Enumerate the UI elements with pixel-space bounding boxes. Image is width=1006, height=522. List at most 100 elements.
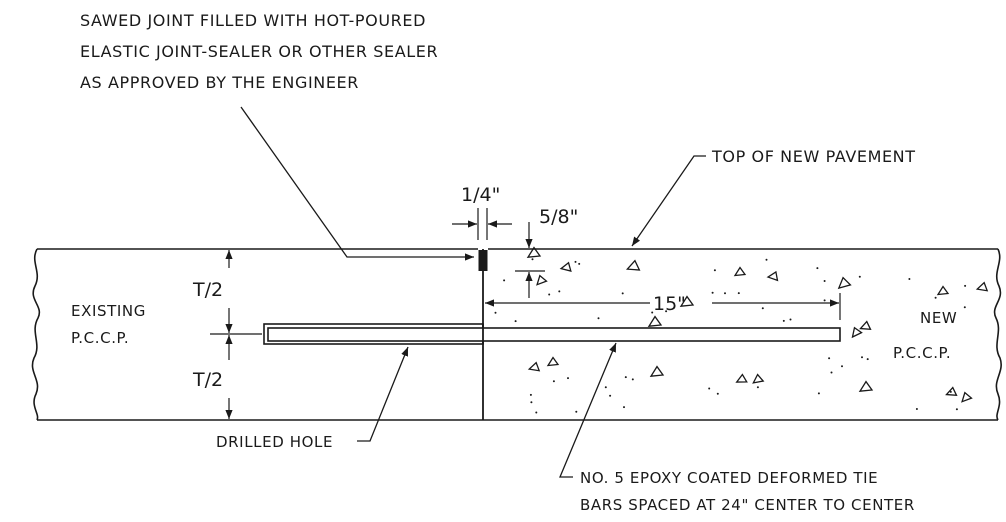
aggregate-fine xyxy=(711,291,714,294)
aggregate-fine xyxy=(552,380,555,383)
aggregate-fine xyxy=(861,356,863,359)
concrete-aggregate xyxy=(494,246,989,414)
aggregate-stone xyxy=(625,259,641,271)
aggregate-fine xyxy=(578,262,581,265)
aggregate-fine xyxy=(756,386,759,389)
top-of-pavement-note: TOP OF NEW PAVEMENT xyxy=(711,147,916,166)
aggregate-fine xyxy=(651,311,654,314)
aggregate-stone xyxy=(733,266,747,277)
aggregate-fine xyxy=(716,392,719,395)
aggregate-stone xyxy=(526,246,542,258)
aggregate-fine xyxy=(558,290,561,293)
aggregate-fine xyxy=(604,386,607,389)
aggregate-fine xyxy=(964,284,967,287)
joint-width-label: 1/4" xyxy=(461,184,500,206)
aggregate-fine xyxy=(915,408,918,410)
bar-embed-label: 15" xyxy=(653,293,686,315)
aggregate-stone xyxy=(647,315,663,327)
aggregate-fine xyxy=(789,318,792,321)
aggregate-stone xyxy=(649,365,665,377)
aggregate-stone xyxy=(936,285,950,296)
aggregate-fine xyxy=(623,406,625,409)
aggregate-fine xyxy=(631,378,634,381)
aggregate-stone xyxy=(961,391,973,403)
aggregate-stone xyxy=(546,356,560,367)
sealer-note-line-2: ELASTIC JOINT-SEALER OR OTHER SEALER xyxy=(80,42,438,61)
existing-label-line-2: P.C.C.P. xyxy=(71,329,129,347)
aggregate-fine xyxy=(761,307,764,310)
sealer-note-line-3: AS APPROVED BY THE ENGINEER xyxy=(80,73,359,92)
aggregate-stone xyxy=(859,320,872,331)
aggregate-fine xyxy=(530,401,533,404)
aggregate-stone xyxy=(945,386,958,397)
aggregate-fine xyxy=(529,393,532,396)
aggregate-stone xyxy=(679,295,695,307)
aggregate-fine xyxy=(841,365,843,368)
pavement-slab xyxy=(31,248,1002,421)
aggregate-fine xyxy=(908,278,911,280)
aggregate-fine xyxy=(724,292,726,295)
aggregate-stone xyxy=(536,274,548,286)
aggregate-fine xyxy=(823,299,826,302)
aggregate-fine xyxy=(934,296,937,299)
aggregate-stone xyxy=(752,373,765,384)
aggregate-fine xyxy=(567,377,569,380)
lower-half-label: T/2 xyxy=(192,369,223,391)
tie-bar-note-line-1: NO. 5 EPOXY COATED DEFORMED TIE xyxy=(580,469,878,487)
aggregate-fine xyxy=(713,269,716,272)
aggregate-fine xyxy=(531,258,534,261)
pavement-leader xyxy=(631,155,706,247)
aggregate-stone xyxy=(735,373,748,383)
aggregate-fine xyxy=(624,376,627,379)
drilled-hole-leader xyxy=(357,346,409,442)
new-label-line-2: P.C.C.P. xyxy=(893,344,951,362)
aggregate-stone xyxy=(766,270,779,282)
aggregate-stone xyxy=(975,281,989,292)
aggregate-fine xyxy=(782,319,785,322)
aggregate-stone xyxy=(837,276,852,290)
aggregate-fine xyxy=(609,394,612,397)
existing-label-line-1: EXISTING xyxy=(71,302,146,320)
aggregate-fine xyxy=(817,392,820,395)
aggregate-fine xyxy=(514,320,517,323)
upper-half-label: T/2 xyxy=(192,279,223,301)
aggregate-fine xyxy=(575,410,578,413)
aggregate-fine xyxy=(708,387,711,390)
aggregate-fine xyxy=(963,306,966,309)
tie-bar xyxy=(267,327,841,342)
aggregate-fine xyxy=(830,371,833,374)
aggregate-fine xyxy=(494,311,497,314)
drilled-hole-note: DRILLED HOLE xyxy=(216,433,333,451)
aggregate-fine xyxy=(548,293,551,296)
left-break-line xyxy=(31,248,41,421)
aggregate-fine xyxy=(597,317,600,320)
aggregate-fine xyxy=(866,358,869,361)
aggregate-fine xyxy=(737,292,740,295)
aggregate-stone xyxy=(527,361,541,372)
new-label-line-1: NEW xyxy=(920,309,957,327)
aggregate-fine xyxy=(949,390,952,393)
aggregate-fine xyxy=(621,292,624,295)
aggregate-stone xyxy=(858,380,874,392)
aggregate-fine xyxy=(765,258,768,261)
aggregate-fine xyxy=(823,280,826,282)
aggregate-fine xyxy=(858,275,861,278)
aggregate-fine xyxy=(503,279,506,282)
aggregate-stone xyxy=(851,326,863,339)
tie-bar-note-line-2: BARS SPACED AT 24" CENTER TO CENTER xyxy=(580,496,915,514)
aggregate-fine xyxy=(955,408,958,411)
right-break-line xyxy=(993,248,1002,421)
aggregate-fine xyxy=(816,267,819,270)
joint-sealant xyxy=(478,250,488,271)
aggregate-fine xyxy=(574,260,577,263)
dimension-lines xyxy=(210,208,841,419)
aggregate-fine xyxy=(665,310,668,313)
aggregate-stone xyxy=(559,261,572,272)
leader-lines xyxy=(240,106,706,478)
seal-depth-label: 5/8" xyxy=(539,206,578,228)
tie-bar-leader xyxy=(559,342,617,478)
aggregate-fine xyxy=(828,357,831,360)
sealer-note-line-1: SAWED JOINT FILLED WITH HOT-POURED xyxy=(80,11,426,30)
